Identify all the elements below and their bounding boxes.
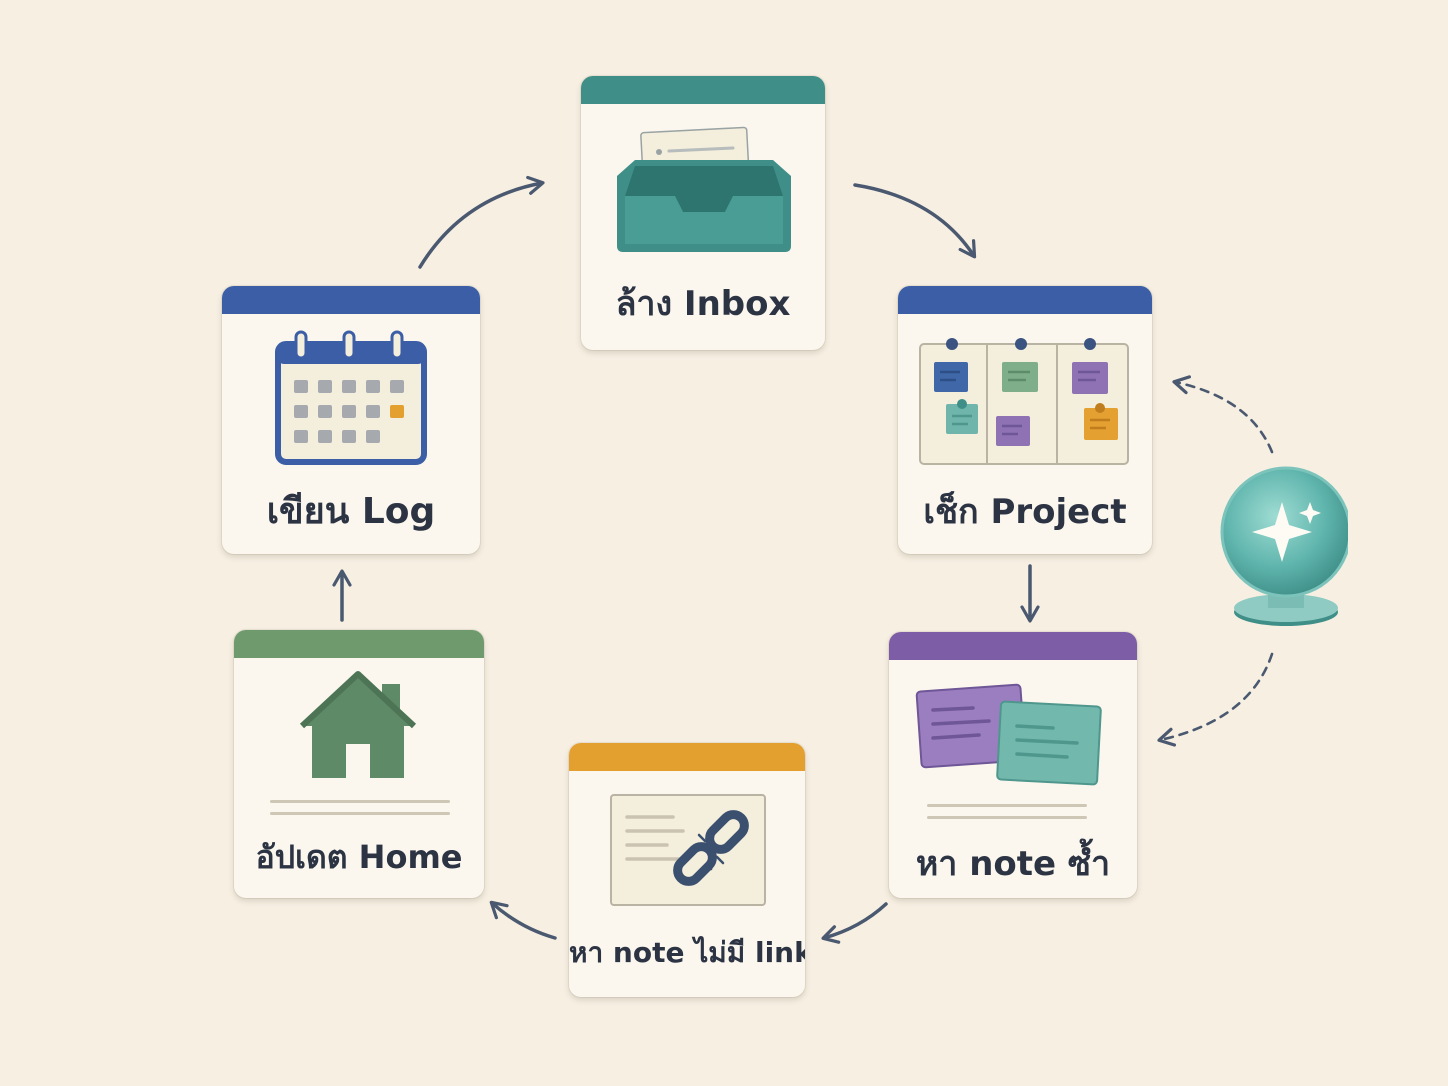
step-label: อัปเดต Home [255, 838, 463, 876]
arrow-log-to-inbox [418, 175, 545, 269]
step-label: ล้าง Inbox [615, 284, 791, 324]
house-icon [299, 671, 417, 778]
step-card-duplicate: หา note ซ้ำ [889, 632, 1137, 898]
step-card-project: เช็ก Project [898, 286, 1152, 554]
step-card-inbox: ล้าง Inbox [581, 76, 825, 350]
broken-link-icon [610, 794, 766, 906]
step-label: หา note ซ้ำ [915, 844, 1111, 884]
arrow-orphan-to-home [489, 900, 557, 940]
dashed-arrow-orb-to-project [1172, 375, 1274, 454]
inbox-tray-icon [617, 126, 791, 252]
sparkle-orb-icon [1220, 466, 1348, 626]
arrow-duplicate-to-orphan [821, 902, 888, 944]
step-card-home: อัปเดต Home [234, 630, 484, 898]
card-header-bar [234, 630, 484, 658]
card-header-bar [581, 76, 825, 104]
divider-lines [270, 800, 450, 824]
step-card-orphan: หา note ไม่มี link [569, 743, 805, 997]
kanban-board-icon [919, 338, 1129, 465]
arrow-inbox-to-project [853, 183, 977, 259]
step-label: เขียน Log [266, 491, 436, 532]
step-card-log: เขียน Log [222, 286, 480, 554]
card-header-bar [569, 743, 805, 771]
duplicate-notes-icon [915, 683, 1102, 786]
step-label: หา note ไม่มี link [569, 936, 805, 969]
divider-lines [927, 804, 1087, 828]
card-header-bar [889, 632, 1137, 660]
dashed-arrow-orb-to-duplicate [1157, 652, 1274, 747]
card-header-bar [222, 286, 480, 314]
step-label: เช็ก Project [923, 492, 1127, 532]
calendar-icon [275, 330, 427, 465]
card-header-bar [898, 286, 1152, 314]
